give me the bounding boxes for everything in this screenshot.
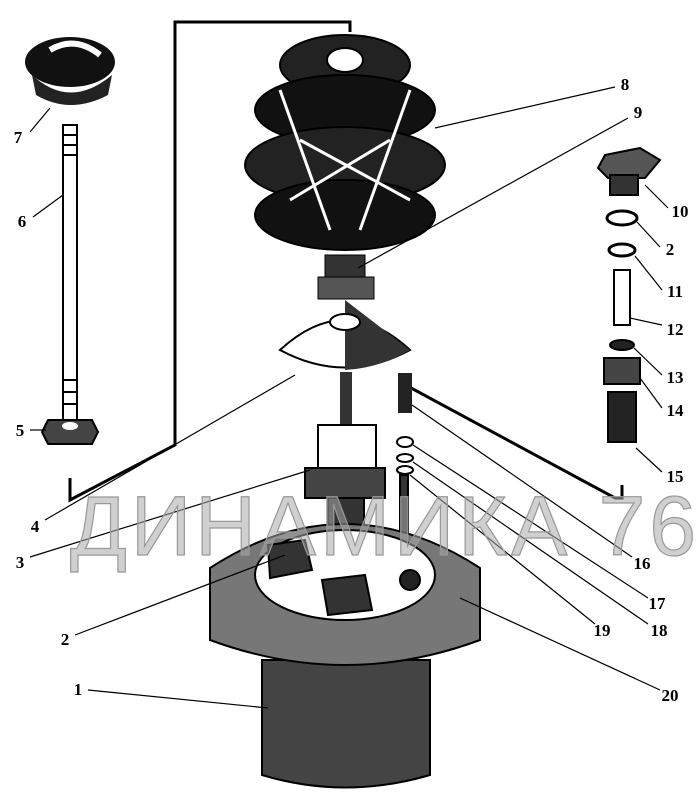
callout-5: 5 xyxy=(15,421,25,440)
part-4-disc xyxy=(278,300,412,370)
callout-10: 10 xyxy=(671,202,689,221)
base-flange xyxy=(209,523,481,789)
callout-9: 9 xyxy=(633,103,643,122)
stem xyxy=(340,372,352,427)
part-8-bellows-boot xyxy=(244,34,446,251)
rod-threads xyxy=(63,134,77,405)
callout-6: 6 xyxy=(17,212,27,231)
callout-12: 12 xyxy=(666,320,684,339)
callout-18: 18 xyxy=(650,621,668,640)
part-6-rod xyxy=(62,124,78,421)
part-3-body xyxy=(304,424,386,531)
callout-1: 1 xyxy=(73,680,83,699)
parts-10-15 xyxy=(596,146,662,443)
callout-16: 16 xyxy=(633,554,651,573)
callout-19: 19 xyxy=(593,621,611,640)
callout-13: 13 xyxy=(666,368,684,387)
part-7-knob xyxy=(25,37,115,105)
callout-2-left: 2 xyxy=(60,630,70,649)
callout-3: 3 xyxy=(15,553,25,572)
callout-17: 17 xyxy=(648,594,666,613)
callout-14: 14 xyxy=(666,401,684,420)
bracket-lines xyxy=(68,20,624,503)
part-9-fitting xyxy=(324,254,366,278)
callout-2-right: 2 xyxy=(665,240,675,259)
callout-4: 4 xyxy=(30,517,40,536)
callout-7: 7 xyxy=(13,128,23,147)
callout-20: 20 xyxy=(661,686,679,705)
part-5-nut xyxy=(40,419,100,445)
part-16-spring xyxy=(398,373,412,413)
leader-lines xyxy=(29,86,669,709)
callout-11: 11 xyxy=(666,282,684,301)
callout-8: 8 xyxy=(620,75,630,94)
callout-15: 15 xyxy=(666,467,684,486)
